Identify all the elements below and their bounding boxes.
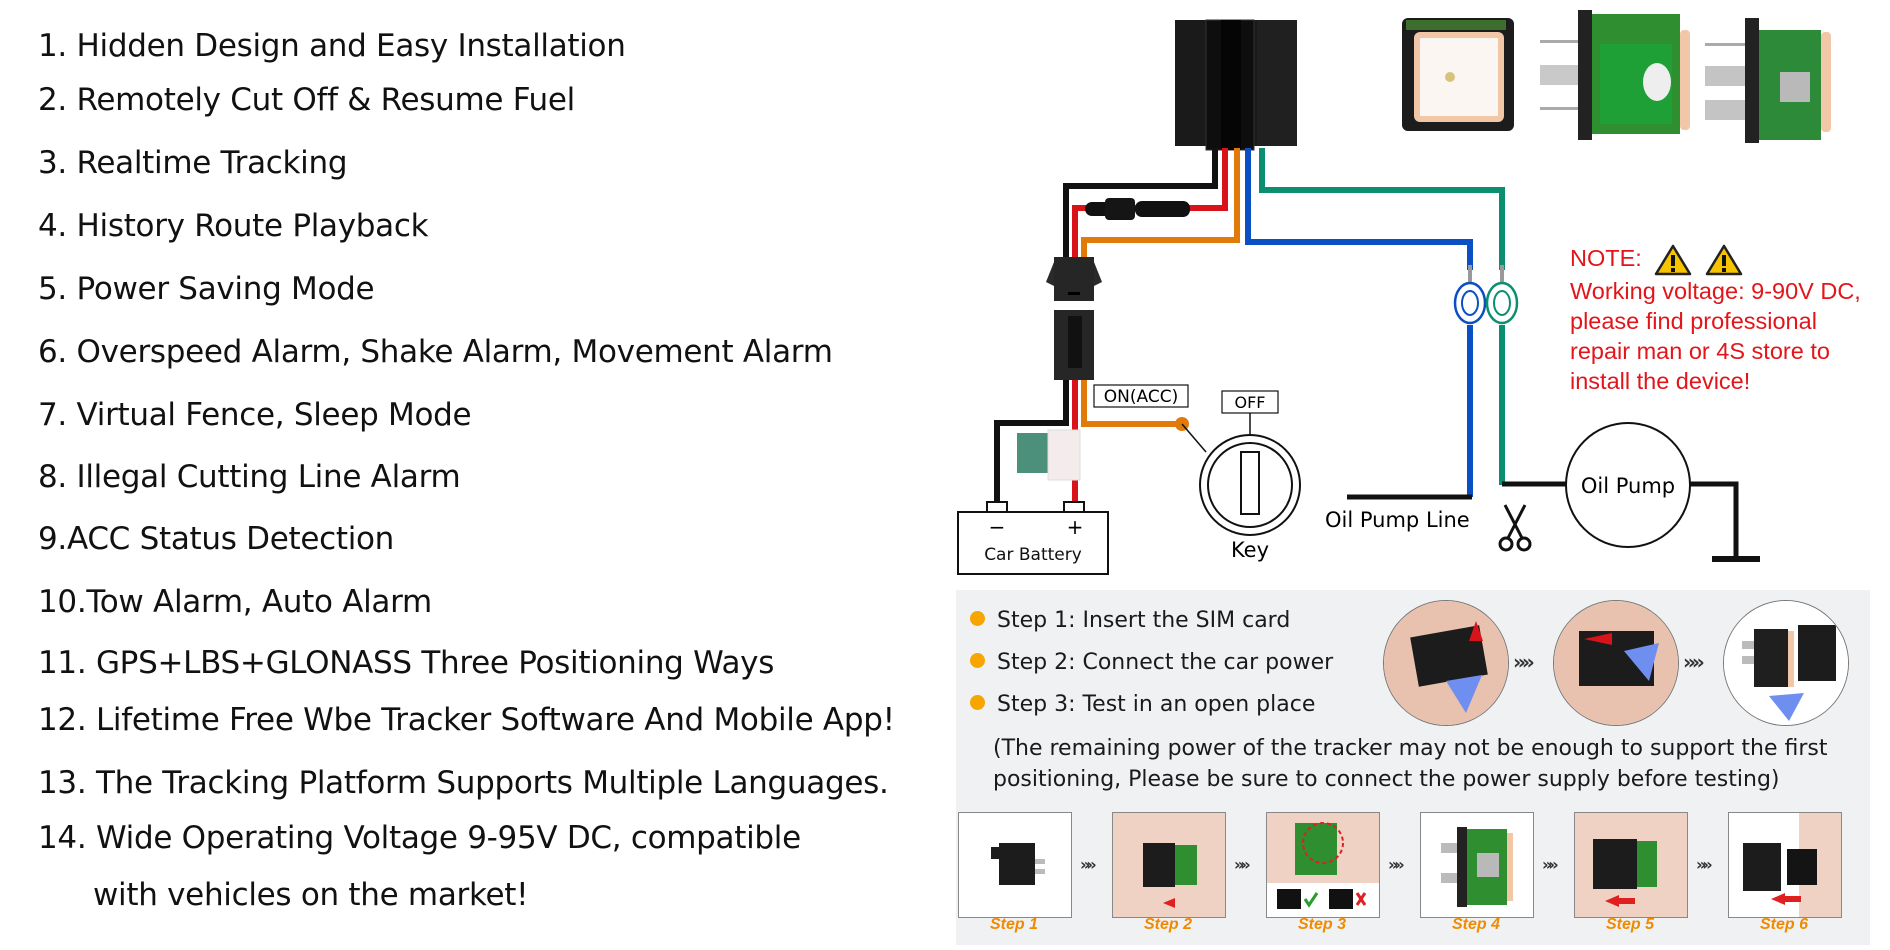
warning-icon [1705, 244, 1743, 276]
wire-black-lower [994, 380, 1069, 505]
chevron-icon: »» [1542, 855, 1559, 874]
note-line: install the device! [1570, 367, 1751, 394]
bullet-icon [970, 653, 985, 668]
chevron-icon: »» [1080, 855, 1097, 874]
step-label: Step 1 [989, 916, 1038, 933]
step-photo [1728, 812, 1842, 918]
step-label: Step 2 [1143, 916, 1192, 933]
step-label: Step 3 [1297, 916, 1346, 933]
warning-note: NOTE: Working voltage: 9-90V DC, please … [1570, 243, 1861, 396]
battery-minus: − [989, 515, 1006, 539]
inline-fuse [1085, 198, 1190, 220]
feature-item: 7. Virtual Fence, Sleep Mode [38, 397, 472, 433]
feature-item: 9.ACC Status Detection [38, 521, 395, 557]
bullet-icon [970, 695, 985, 710]
step-photo [1112, 812, 1226, 918]
wire-black [1063, 148, 1218, 258]
wire-blue [1245, 148, 1473, 270]
feature-item: 5. Power Saving Mode [38, 271, 375, 307]
oil-pump-line-label: Oil Pump Line [1325, 508, 1470, 532]
chevron-icon: »» [1696, 855, 1713, 874]
note-line: please find professional [1570, 307, 1817, 334]
open-case-photo-3 [1723, 600, 1849, 726]
bullet-icon [970, 611, 985, 626]
wire-orange-lower [1081, 380, 1182, 427]
feature-item: 6. Overspeed Alarm, Shake Alarm, Movemen… [38, 334, 833, 370]
feature-item: 4. History Route Playback [38, 208, 429, 244]
step-item: Step 3: Test in an open place [970, 692, 1315, 717]
chevron-icon: »» [1234, 855, 1251, 874]
feature-item: 8. Illegal Cutting Line Alarm [38, 459, 461, 495]
step-text: Step 2: Connect the car power [997, 650, 1334, 675]
step-photo [958, 812, 1072, 918]
note-line: repair man or 4S store to [1570, 337, 1830, 364]
chevron-icon: »» [1513, 650, 1535, 674]
note-title: NOTE: [1570, 245, 1642, 271]
wire-orange [1081, 148, 1240, 258]
warning-icon [1655, 244, 1692, 276]
step-label: Step 5 [1605, 916, 1654, 933]
step-label: Step 4 [1451, 916, 1500, 933]
remark-line: positioning, Please be sure to connect t… [993, 767, 1780, 792]
remark-line: (The remaining power of the tracker may … [993, 736, 1828, 761]
circuit-board-front [1540, 10, 1690, 140]
ignition-key-icon [1199, 434, 1301, 536]
step-label: Step 6 [1759, 916, 1808, 933]
feature-item: 3. Realtime Tracking [38, 145, 348, 181]
wire-green [1259, 148, 1505, 270]
chevron-icon: »» [1683, 650, 1705, 674]
step-text: Step 3: Test in an open place [997, 692, 1316, 717]
open-case-photo-1 [1383, 600, 1509, 726]
feature-item: 14. Wide Operating Voltage 9-95V DC, com… [38, 820, 801, 856]
step-text: Step 1: Insert the SIM card [997, 608, 1291, 633]
feature-item: 13. The Tracking Platform Supports Multi… [38, 765, 889, 801]
oil-pump-label: Oil Pump [1581, 474, 1675, 498]
on-acc-label: ON(ACC) [1104, 387, 1178, 407]
ring-terminal-blue [1453, 265, 1487, 325]
ring-terminal-green [1485, 265, 1519, 325]
scissors-icon [1498, 504, 1532, 552]
step-item: Step 2: Connect the car power [970, 650, 1333, 675]
feature-item: 1. Hidden Design and Easy Installation [38, 28, 626, 64]
gps-tracker-module [1175, 19, 1297, 151]
wiring-diagram: − + Car Battery ON(ACC) OFF Key Oil Pump… [957, 10, 1831, 575]
step-photo [1266, 812, 1380, 918]
feature-item: 11. GPS+LBS+GLONASS Three Positioning Wa… [38, 645, 775, 681]
gps-antenna-board [1402, 18, 1514, 131]
battery-plus: + [1067, 515, 1084, 539]
connector-plug [1046, 257, 1102, 380]
open-case-photo-2 [1553, 600, 1679, 726]
step-photo [1574, 812, 1688, 918]
battery-label: Car Battery [984, 545, 1082, 565]
chevron-icon: »» [1388, 855, 1405, 874]
key-label: Key [1231, 538, 1269, 562]
step-item: Step 1: Insert the SIM card [970, 608, 1290, 633]
feature-item: 10.Tow Alarm, Auto Alarm [38, 584, 432, 620]
feature-item: with vehicles on the market! [93, 877, 529, 913]
note-line: Working voltage: 9-90V DC, [1570, 277, 1861, 304]
circuit-board-back [1705, 18, 1831, 143]
car-battery: − + Car Battery [957, 501, 1109, 575]
feature-item: 2. Remotely Cut Off & Resume Fuel [38, 82, 575, 118]
feature-item: 12. Lifetime Free Wbe Tracker Software A… [38, 702, 895, 738]
blade-fuse [1017, 429, 1081, 481]
off-label: OFF [1235, 393, 1266, 412]
step-photo [1420, 812, 1534, 918]
